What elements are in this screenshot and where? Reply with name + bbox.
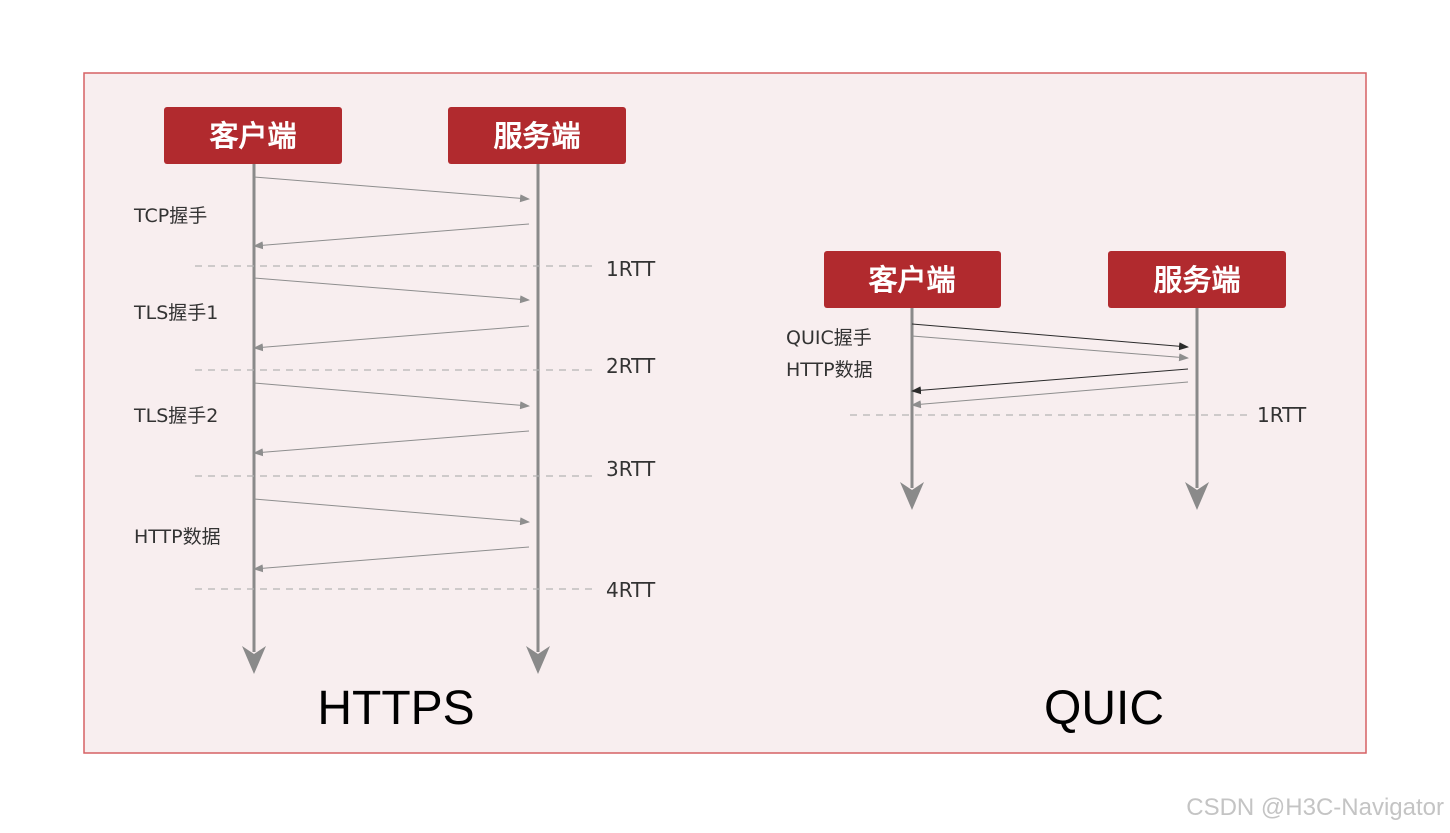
- quic-data-request-arrow: [911, 335, 1189, 362]
- quic-phase-label-http: HTTP数据: [786, 359, 873, 381]
- https-phase-label-http: HTTP数据: [134, 526, 221, 548]
- quic-title: QUIC: [1044, 682, 1164, 735]
- https-data-request-arrow: [253, 498, 530, 526]
- quic-rtt-label: 1RTT: [1257, 403, 1307, 427]
- https-phase-label-tls2: TLS握手2: [133, 405, 218, 427]
- https-tcp-request-arrow: [253, 176, 530, 203]
- https-client-box: 客户端: [164, 107, 342, 164]
- https-server-lifeline-arrowhead: [526, 646, 550, 674]
- https-rtt-label-2: 2RTT: [606, 354, 656, 378]
- https-client-label: 客户端: [209, 119, 296, 153]
- quic-server-label: 服务端: [1153, 263, 1240, 297]
- https-tls1-request-arrow: [253, 277, 530, 304]
- https-server-label: 服务端: [493, 119, 580, 153]
- https-rtt-label-3: 3RTT: [606, 457, 656, 481]
- quic-client-lifeline-arrowhead: [900, 482, 924, 510]
- quic-phase-label-handshake: QUIC握手: [786, 327, 872, 349]
- quic-client-box: 客户端: [824, 251, 1001, 308]
- diagram-panel: [83, 72, 1367, 754]
- quic-client-label: 客户端: [868, 263, 955, 297]
- quic-handshake-response-arrow: [911, 368, 1189, 395]
- watermark: CSDN @H3C-Navigator: [1186, 794, 1444, 821]
- https-phase-label-tls1: TLS握手1: [133, 302, 218, 324]
- https-diagram: 客户端 服务端 TCP握手 1RTT TLS握手1 2RTT TLS握手2 3R…: [133, 107, 656, 735]
- https-tls1-response-arrow: [253, 325, 530, 352]
- quic-data-response-arrow: [911, 381, 1189, 409]
- quic-handshake-request-arrow: [911, 323, 1189, 351]
- quic-diagram: 客户端 服务端 QUIC握手 HTTP数据 1RTT QUIC: [786, 251, 1307, 735]
- https-phase-label-tcp: TCP握手: [133, 205, 207, 227]
- https-server-box: 服务端: [448, 107, 626, 164]
- quic-server-lifeline-arrowhead: [1185, 482, 1209, 510]
- https-rtt-label-4: 4RTT: [606, 578, 656, 602]
- https-tls2-request-arrow: [253, 382, 530, 410]
- quic-server-box: 服务端: [1108, 251, 1286, 308]
- https-client-lifeline-arrowhead: [242, 646, 266, 674]
- https-title: HTTPS: [317, 682, 474, 735]
- https-tls2-response-arrow: [253, 430, 530, 457]
- https-rtt-label-1: 1RTT: [606, 257, 656, 281]
- https-data-response-arrow: [253, 546, 530, 573]
- https-tcp-response-arrow: [253, 223, 530, 250]
